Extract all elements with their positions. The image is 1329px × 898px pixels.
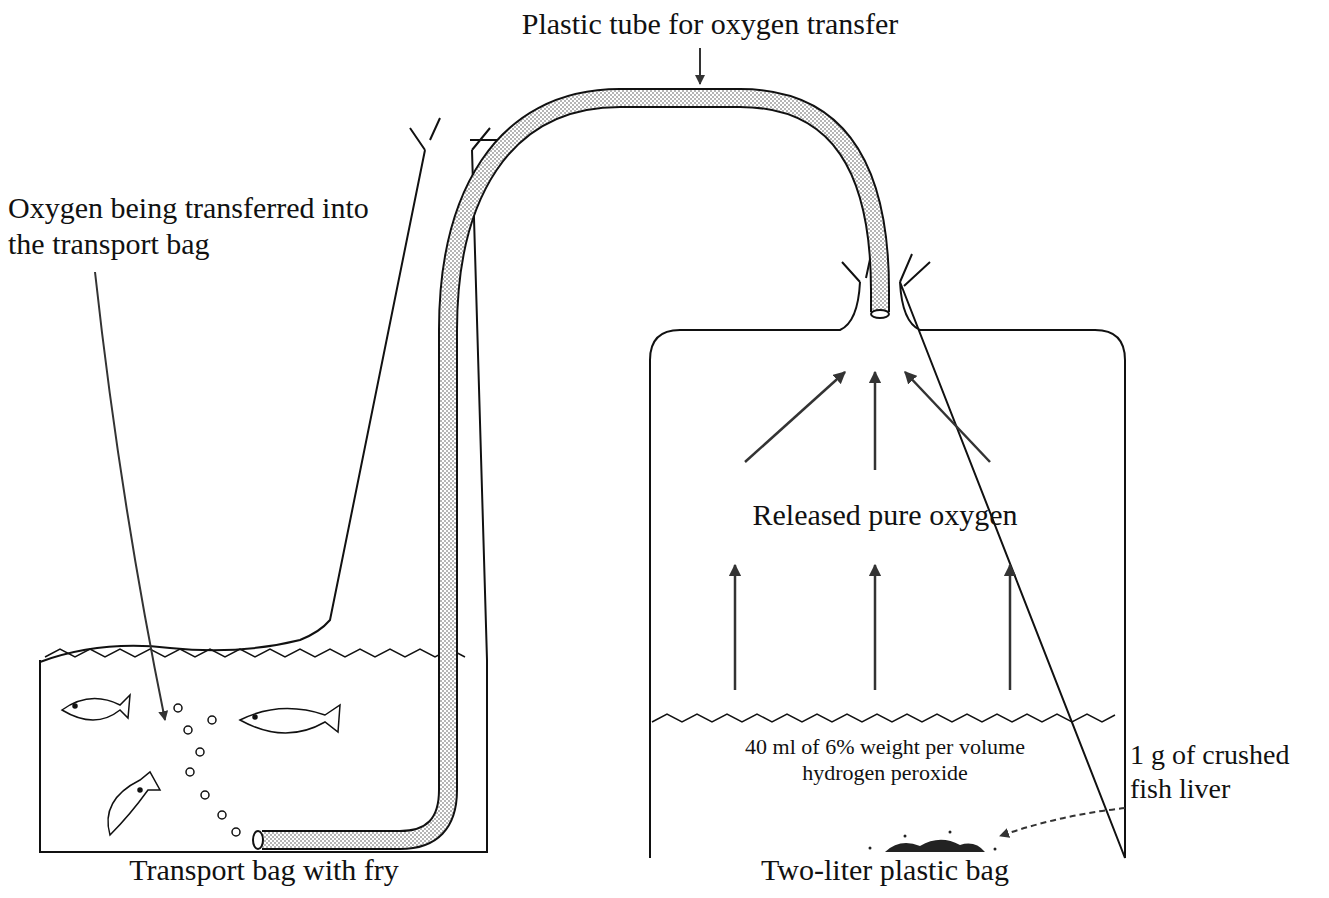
peroxide-surface xyxy=(652,714,1115,722)
oxygen-transfer-label: Oxygen being transferred into the transp… xyxy=(8,190,388,262)
node-text: Transport bag with fry xyxy=(129,852,399,888)
node-text: Released pure oxygen xyxy=(753,497,1018,533)
tube-inside-two-liter-bag xyxy=(871,290,889,318)
tube-label: Plastic tube for oxygen transfer xyxy=(460,6,960,42)
fish xyxy=(62,695,340,835)
node-text: 40 ml of 6% weight per volume hydrogen p… xyxy=(715,734,1055,787)
tube-stroke xyxy=(448,98,880,640)
crushed-fish-liver xyxy=(869,831,997,853)
oxygen-bubbles xyxy=(174,704,240,836)
tube-stroke xyxy=(448,98,880,640)
transport-bag: Transport bag with fry xyxy=(38,640,490,895)
node-text: Two-liter plastic bag xyxy=(761,852,1009,888)
two-liter-bag-outline xyxy=(650,250,1125,858)
oxygen-tube xyxy=(448,98,880,640)
two-liter-bag: Released pure oxygen 40 ml of 6% weight p… xyxy=(640,290,1130,895)
tube-inside-transport-bag xyxy=(253,640,448,849)
fish-liver-label: 1 g of crushed fish liver xyxy=(1130,738,1324,805)
water-surface xyxy=(45,649,465,657)
tube-stroke xyxy=(448,98,880,640)
leader-lines xyxy=(95,48,1125,836)
